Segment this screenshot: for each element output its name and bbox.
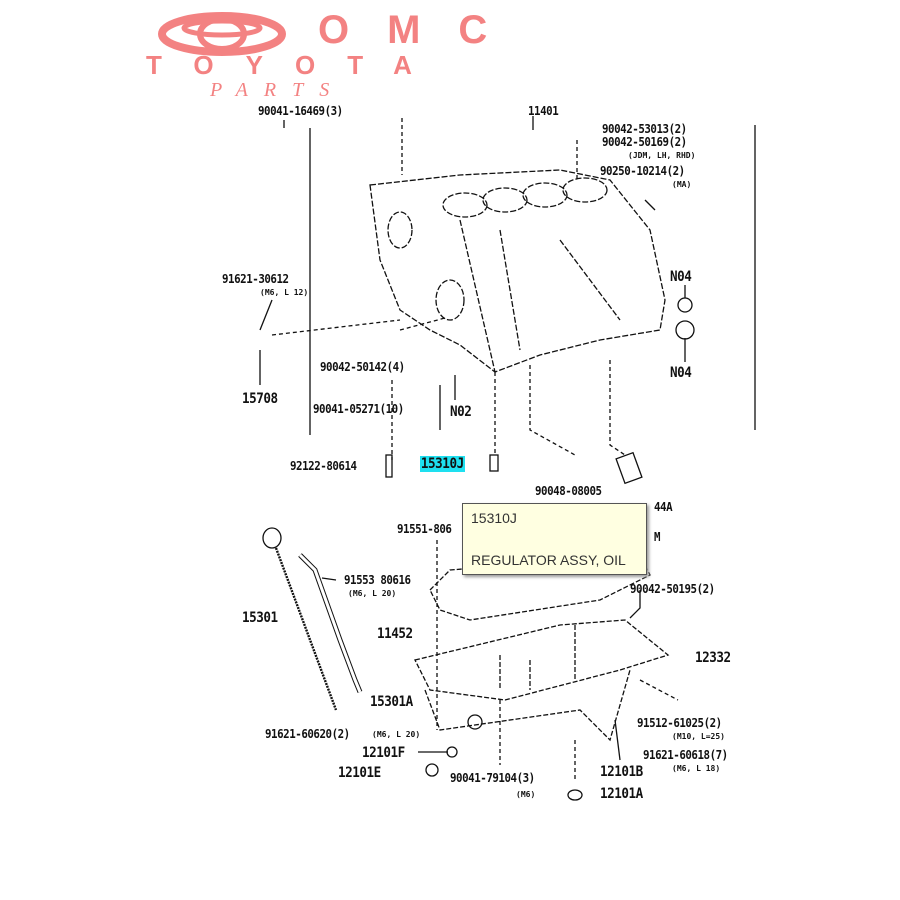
part-tooltip: 15310J REGULATOR ASSY, OIL	[462, 503, 647, 575]
label-90042-50169[interactable]: 90042-50169(2)	[602, 135, 687, 149]
label-15144a[interactable]: 44A	[654, 500, 673, 514]
label-91551[interactable]: 91551-806	[397, 522, 452, 536]
logo-parts: PARTS	[210, 79, 346, 101]
label-12332[interactable]: 12332	[695, 650, 731, 666]
label-91621-60618[interactable]: 91621-60618(7)	[643, 748, 728, 762]
label-11401[interactable]: 11401	[528, 104, 559, 118]
label-n02[interactable]: N02	[450, 404, 472, 420]
logo-omc: OMC	[318, 8, 526, 52]
note-m6-l20b: (M6, L 20)	[372, 730, 421, 739]
note-jdm: (JDM, LH, RHD)	[628, 151, 696, 160]
label-n04-bottom[interactable]: N04	[670, 365, 692, 381]
label-90042-50142[interactable]: 90042-50142(4)	[320, 360, 405, 374]
label-12101b[interactable]: 12101B	[600, 764, 643, 780]
label-15301[interactable]: 15301	[242, 610, 278, 626]
label-15310j[interactable]: 15310J	[420, 456, 465, 472]
note-m6-l20a: (M6, L 20)	[348, 589, 397, 598]
note-m6: (M6)	[516, 790, 536, 799]
label-90041-79104[interactable]: 90041-79104(3)	[450, 771, 535, 785]
label-91512-61025[interactable]: 91512-61025(2)	[637, 716, 722, 730]
label-15708[interactable]: 15708	[242, 391, 278, 407]
label-15301a[interactable]: 15301A	[370, 694, 413, 710]
label-n04-top[interactable]: N04	[670, 269, 692, 285]
label-12101e[interactable]: 12101E	[338, 765, 381, 781]
label-92122-80614[interactable]: 92122-80614	[290, 459, 357, 473]
label-12101a[interactable]: 12101A	[600, 786, 643, 802]
label-91621-30612[interactable]: 91621-30612	[222, 272, 289, 286]
cylinder-block	[369, 169, 666, 373]
label-15310j-text: 15310J	[420, 456, 465, 472]
label-90041-05271[interactable]: 90041-05271(10)	[313, 402, 404, 416]
label-hidden-m[interactable]: M	[654, 530, 661, 544]
note-m6-l18: (M6, L 18)	[672, 764, 721, 773]
label-90250-10214[interactable]: 90250-10214(2)	[600, 164, 685, 178]
label-90042-53013[interactable]: 90042-53013(2)	[602, 122, 687, 136]
label-90042-50195[interactable]: 90042-50195(2)	[630, 582, 715, 596]
tooltip-description: REGULATOR ASSY, OIL	[471, 552, 626, 568]
tooltip-part-number: 15310J	[471, 510, 517, 526]
note-m6-l12: (M6, L 12)	[260, 288, 309, 297]
label-90048-08005[interactable]: 90048-08005	[535, 484, 602, 498]
note-ma: (MA)	[672, 180, 692, 189]
logo-toyota: TOYOTA	[146, 50, 444, 80]
oil-pan	[414, 619, 670, 742]
label-11452[interactable]: 11452	[377, 626, 413, 642]
label-91621-60620[interactable]: 91621-60620(2)	[265, 727, 350, 741]
label-90041-16469[interactable]: 90041-16469(3)	[258, 104, 343, 118]
note-m10-l25: (M10, L=25)	[672, 732, 725, 741]
label-91553-80616[interactable]: 91553 80616	[344, 573, 411, 587]
label-12101f[interactable]: 12101F	[362, 745, 405, 761]
dipstick	[262, 527, 338, 711]
